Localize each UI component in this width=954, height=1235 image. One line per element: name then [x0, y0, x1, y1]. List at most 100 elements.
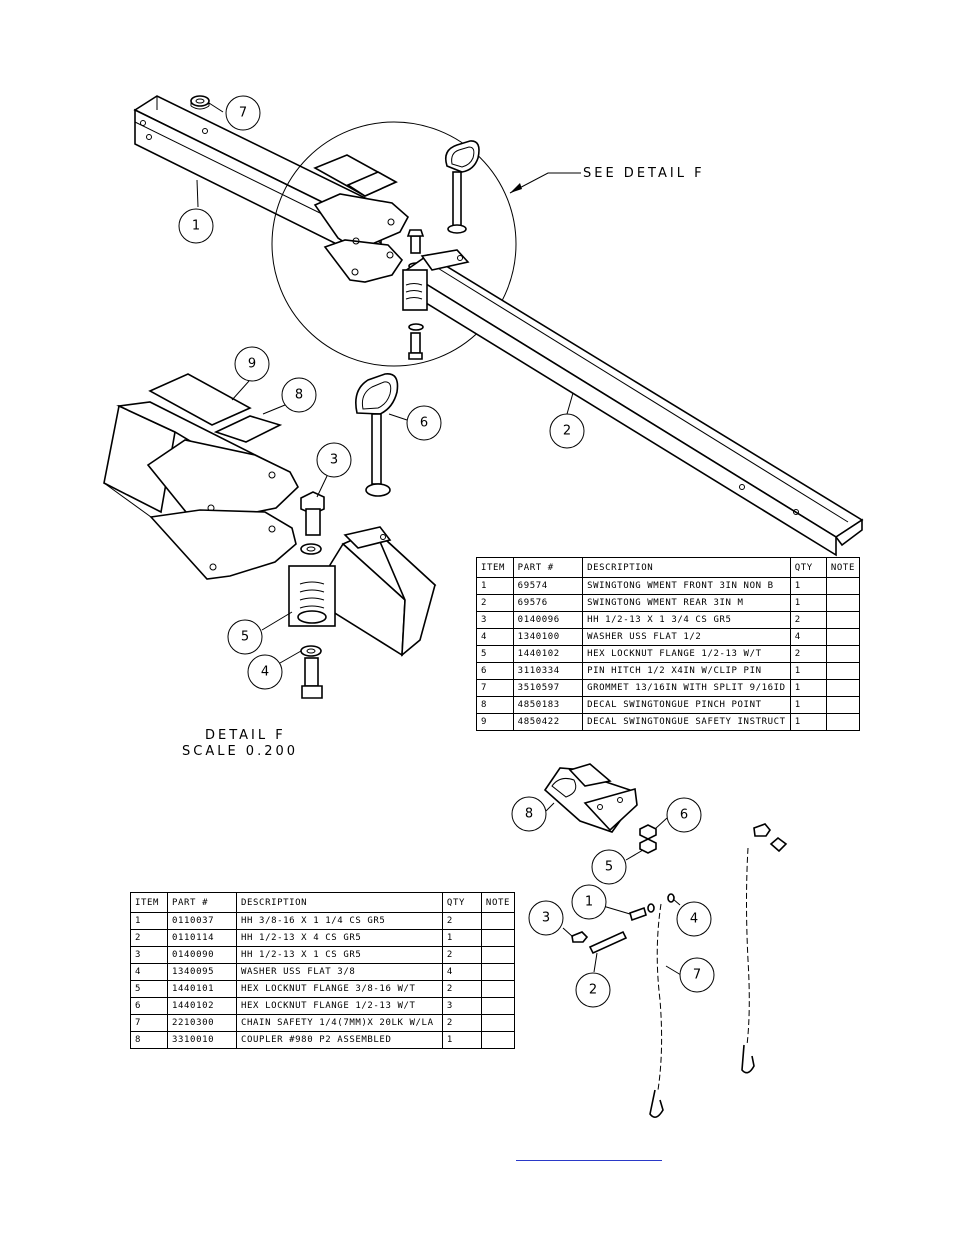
cell: GROMMET 13/16IN WITH SPLIT 9/16ID	[582, 679, 791, 697]
cell: 2	[441, 912, 482, 930]
cell: 1	[789, 696, 827, 714]
cell	[825, 628, 861, 646]
balloon-bottom-6: 6	[666, 797, 702, 833]
balloon-detail-5: 5	[227, 619, 263, 655]
cell: 3110334	[512, 662, 584, 680]
svg-text:2: 2	[563, 424, 571, 439]
cell	[480, 997, 516, 1015]
cell	[825, 662, 861, 680]
cell: 2	[789, 645, 827, 663]
cell: HEX LOCKNUT FLANGE 1/2-13 W/T	[582, 645, 791, 663]
cell: 2	[441, 946, 482, 964]
svg-text:2: 2	[589, 983, 597, 998]
cell: 1	[789, 679, 827, 697]
cell: 3	[130, 946, 168, 964]
balloon-detail-6: 6	[406, 405, 442, 441]
svg-text:4: 4	[261, 665, 269, 680]
col-item: ITEM	[476, 557, 514, 578]
detail-f-scale: SCALE 0.200	[182, 744, 298, 759]
cell: DECAL SWINGTONGUE SAFETY INSTRUCT	[582, 713, 791, 731]
cell: 3	[441, 997, 482, 1015]
cell: HEX LOCKNUT FLANGE 1/2-13 W/T	[236, 997, 443, 1015]
cell: 7	[130, 1014, 168, 1032]
svg-text:7: 7	[239, 106, 247, 121]
balloon-top-1: 1	[178, 208, 214, 244]
svg-text:5: 5	[241, 630, 249, 645]
svg-text:8: 8	[295, 388, 303, 403]
cell: 5	[476, 645, 514, 663]
balloon-bottom-7: 7	[679, 957, 715, 993]
bom-header-row: ITEM PART # DESCRIPTION QTY NOTE	[130, 892, 516, 913]
col-item: ITEM	[130, 892, 168, 913]
cell: 4	[441, 963, 482, 981]
cell: 2	[130, 929, 168, 947]
cell	[825, 577, 861, 595]
cell: 2	[441, 1014, 482, 1032]
svg-text:1: 1	[192, 219, 200, 234]
cell: 0110114	[167, 929, 237, 947]
front-tongue-weldment	[133, 95, 410, 283]
cell: CHAIN SAFETY 1/4(7MM)X 20LK W/LA	[236, 1014, 443, 1032]
svg-text:8: 8	[525, 807, 533, 822]
cell: 1	[789, 662, 827, 680]
cell: 2	[476, 594, 514, 612]
col-note: NOTE	[480, 892, 516, 913]
cell: WASHER USS FLAT 1/2	[582, 628, 791, 646]
cell: 4	[130, 963, 168, 981]
svg-text:6: 6	[680, 808, 688, 823]
cell: 1440102	[167, 997, 237, 1015]
cell: 1440102	[512, 645, 584, 663]
cell	[480, 912, 516, 930]
balloon-detail-9: 9	[234, 346, 270, 382]
cell: 6	[476, 662, 514, 680]
cell: HH 1/2-13 X 1 3/4 CS GR5	[582, 611, 791, 629]
cell: DECAL SWINGTONGUE PINCH POINT	[582, 696, 791, 714]
cell	[480, 1014, 516, 1032]
col-description: DESCRIPTION	[236, 892, 443, 913]
see-detail-label: SEE DETAIL F	[583, 166, 705, 181]
detail-f-title: DETAIL F	[205, 728, 286, 743]
cell: HEX LOCKNUT FLANGE 3/8-16 W/T	[236, 980, 443, 998]
col-qty: QTY	[789, 557, 827, 578]
cell: 1340095	[167, 963, 237, 981]
cell	[825, 594, 861, 612]
cell: 0140090	[167, 946, 237, 964]
cell: HH 1/2-13 X 4 CS GR5	[236, 929, 443, 947]
svg-text:9: 9	[248, 357, 256, 372]
balloon-bottom-5: 5	[591, 849, 627, 885]
cell	[480, 946, 516, 964]
cell	[825, 611, 861, 629]
safety-chain-left	[649, 903, 664, 1118]
cell: PIN HITCH 1/2 X4IN W/CLIP PIN	[582, 662, 791, 680]
col-part: PART #	[167, 892, 237, 913]
cell: 3510597	[512, 679, 584, 697]
svg-text:6: 6	[420, 416, 428, 431]
balloon-detail-3: 3	[316, 442, 352, 478]
hitch-pin	[444, 140, 480, 234]
cell: 1	[789, 577, 827, 595]
cell	[825, 645, 861, 663]
cell: 3310010	[167, 1031, 237, 1049]
svg-text:7: 7	[693, 968, 701, 983]
cell: 1	[476, 577, 514, 595]
footer-link-underline[interactable]	[516, 1158, 662, 1161]
cell: HH 1/2-13 X 1 CS GR5	[236, 946, 443, 964]
cell: 1	[441, 1031, 482, 1049]
cell: WASHER USS FLAT 3/8	[236, 963, 443, 981]
col-qty: QTY	[441, 892, 482, 913]
cell: SWINGTONG WMENT FRONT 3IN NON B	[582, 577, 791, 595]
balloon-bottom-4: 4	[676, 901, 712, 937]
cell: 6	[130, 997, 168, 1015]
